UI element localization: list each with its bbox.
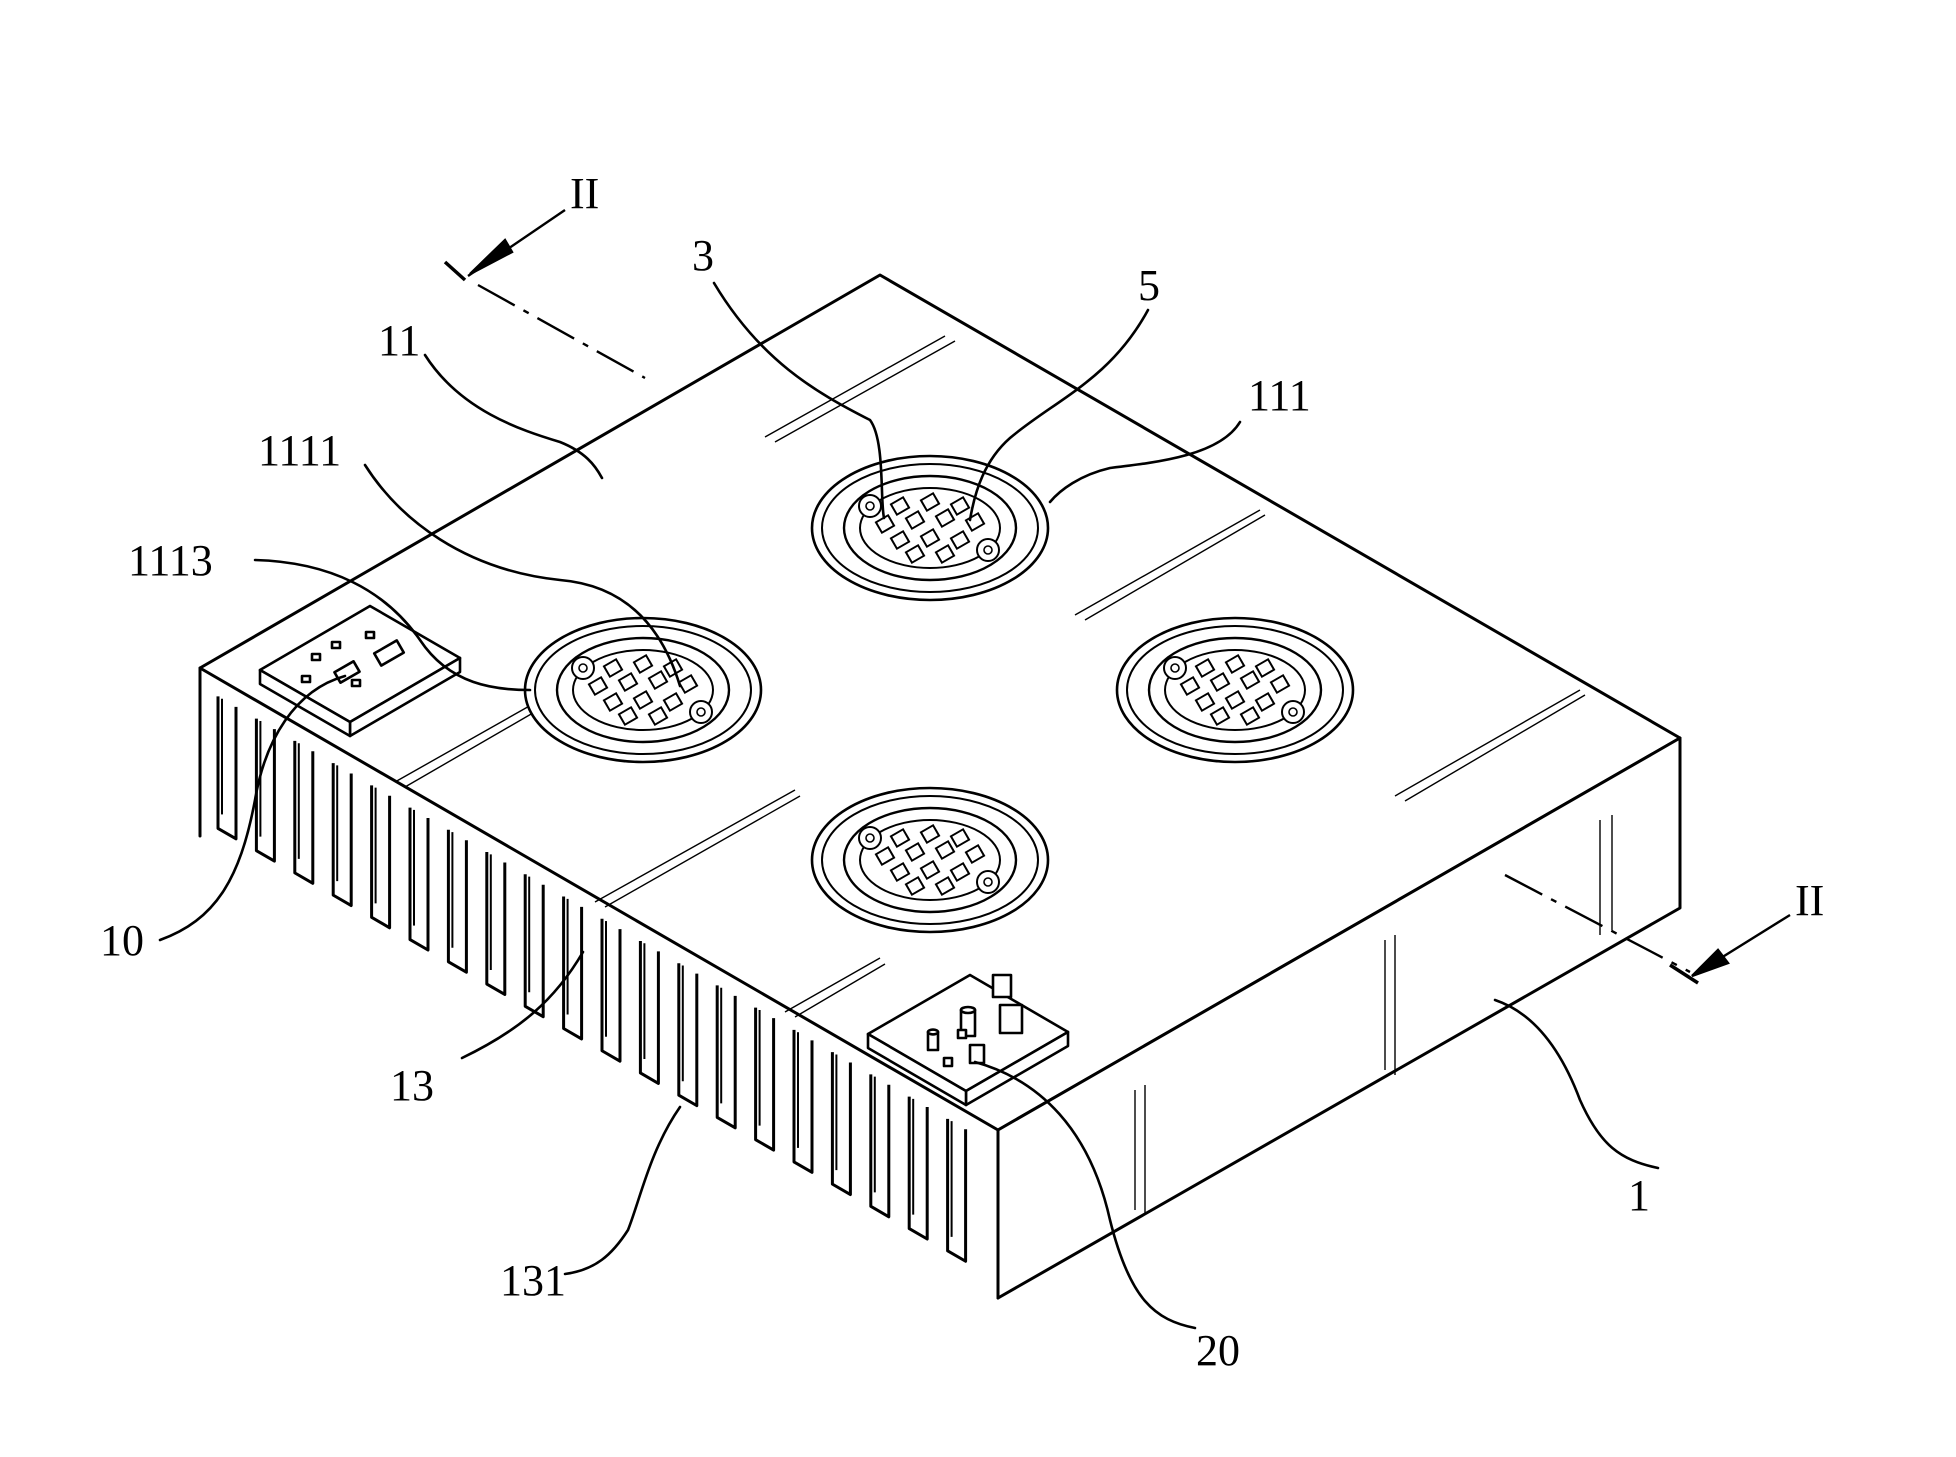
fin — [832, 1052, 850, 1194]
fin — [525, 874, 543, 1016]
screw-hole-inner — [697, 708, 705, 716]
fin — [410, 808, 428, 950]
fin — [679, 963, 697, 1105]
led-module-left — [525, 618, 761, 762]
fin — [602, 919, 620, 1061]
label-111: 111 — [1248, 371, 1311, 420]
label-section-bottom: II — [1795, 876, 1824, 925]
fin — [909, 1097, 927, 1239]
screw-hole-inner — [1289, 708, 1297, 716]
label-3: 3 — [692, 231, 714, 280]
led-module-top — [812, 456, 1048, 600]
label-section-top: II — [570, 169, 599, 218]
screw-hole-inner — [1171, 664, 1179, 672]
label-131: 131 — [500, 1256, 566, 1305]
led-module-bottom — [812, 788, 1048, 932]
fin — [218, 696, 236, 838]
screw-hole-inner — [866, 502, 874, 510]
label-11: 11 — [378, 316, 420, 365]
fin — [717, 985, 735, 1127]
label-13: 13 — [390, 1061, 434, 1110]
label-1113: 1113 — [128, 536, 213, 585]
screw-hole-inner — [984, 546, 992, 554]
label-10: 10 — [100, 916, 144, 965]
fin — [871, 1074, 889, 1216]
screw-hole-inner — [866, 834, 874, 842]
fin — [448, 830, 466, 972]
fin — [295, 741, 313, 883]
label-1111: 1111 — [258, 426, 341, 475]
fin — [948, 1119, 966, 1261]
label-5: 5 — [1138, 261, 1160, 310]
screw-hole-inner — [579, 664, 587, 672]
label-1: 1 — [1628, 1171, 1650, 1220]
label-20: 20 — [1196, 1326, 1240, 1375]
screw-hole-inner — [984, 878, 992, 886]
fin — [640, 941, 658, 1083]
heat-sink-body — [200, 275, 1680, 1298]
fin — [256, 719, 274, 861]
fin — [794, 1030, 812, 1172]
fin — [487, 852, 505, 994]
fin — [756, 1008, 774, 1150]
led-module-right — [1117, 618, 1353, 762]
fin — [372, 785, 390, 927]
fin — [333, 763, 351, 905]
